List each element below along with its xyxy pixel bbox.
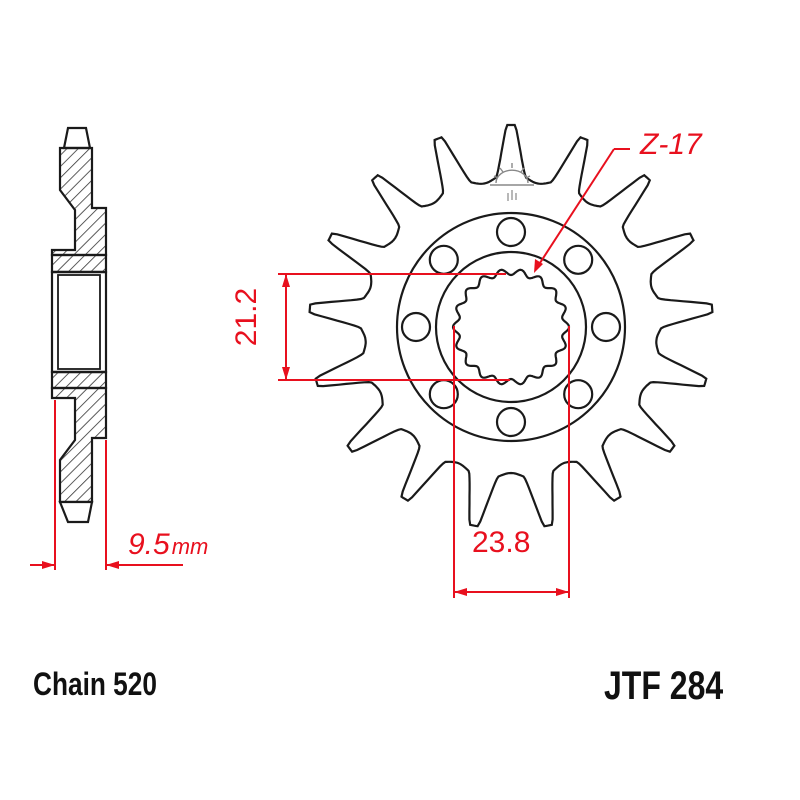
top-hatched-section xyxy=(50,146,108,257)
part-number: JTF 284 xyxy=(604,664,724,708)
spline-diameter-dimension xyxy=(278,273,510,381)
bottom-hatched-section xyxy=(50,386,108,504)
spline-width-label: 23.8 xyxy=(472,526,531,559)
bolt-hole xyxy=(563,379,594,410)
tooth-count-leader xyxy=(534,148,630,273)
spline-bore xyxy=(451,268,571,386)
hub-inner-circle xyxy=(434,250,588,404)
hub-outer-circle xyxy=(395,211,627,443)
bolt-hole xyxy=(400,311,432,343)
bolt-hole xyxy=(495,406,527,438)
bolt-hole xyxy=(563,244,594,275)
bolt-holes xyxy=(400,216,622,438)
top-tooth-tip xyxy=(62,126,92,150)
bolt-hole xyxy=(428,244,459,275)
bottom-tooth-tip xyxy=(58,500,94,524)
thickness-value: 9.5 xyxy=(128,528,170,561)
spline-diameter-label: 21.2 xyxy=(230,287,263,347)
chain-label: Chain 520 xyxy=(33,666,157,702)
logo-icon xyxy=(490,163,534,201)
thickness-unit: mm xyxy=(171,534,209,559)
side-profile-section xyxy=(50,126,108,524)
bolt-hole xyxy=(495,216,527,248)
tooth-count-label: Z-17 xyxy=(640,128,702,161)
gear-tooth-outline xyxy=(308,123,714,528)
spline-width-dimension xyxy=(453,326,570,598)
thickness-dimension xyxy=(30,400,183,570)
sprocket-front-view xyxy=(308,123,714,528)
thickness-label: 9.5mm xyxy=(128,528,208,562)
bolt-hole xyxy=(590,311,622,343)
